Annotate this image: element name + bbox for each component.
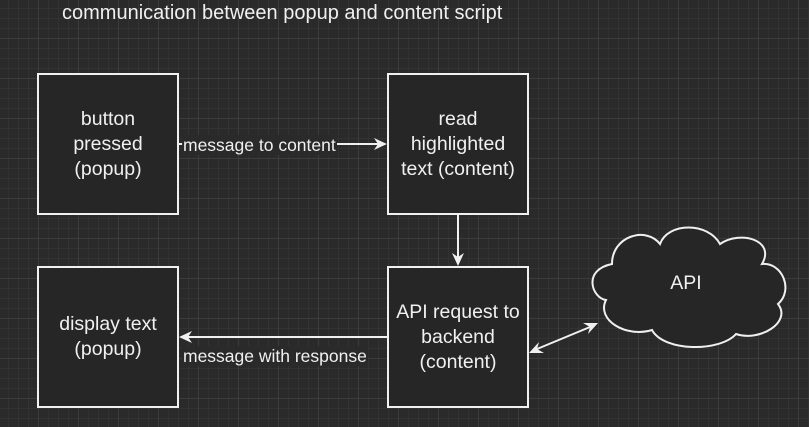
arrowhead-read (374, 138, 387, 150)
node-read-highlighted: read highlighted text (content) (387, 73, 529, 215)
node-api-request-label: API request to backend (content) (396, 300, 520, 373)
diagram-title: communication between popup and content … (62, 2, 503, 24)
edge-label-message-with-response: message with response (182, 346, 368, 366)
edge-label-message-to-content: message to content (182, 135, 337, 155)
node-button-pressed: button pressed (popup) (37, 73, 179, 215)
api-cloud-shape (591, 226, 787, 349)
arrowhead-display (179, 331, 192, 343)
node-display-text: display text (popup) (37, 266, 179, 408)
edge-request-api (536, 326, 591, 350)
arrowhead-request (452, 253, 464, 266)
node-api-request: API request to backend (content) (387, 266, 529, 408)
node-button-pressed-label: button pressed (popup) (73, 107, 143, 180)
node-display-text-label: display text (popup) (59, 313, 157, 360)
arrowhead-api-cloud-side (583, 323, 598, 334)
node-api-label: API (670, 272, 702, 294)
node-read-highlighted-label: read highlighted text (content) (401, 107, 515, 180)
arrowhead-api-request-side (529, 342, 544, 353)
